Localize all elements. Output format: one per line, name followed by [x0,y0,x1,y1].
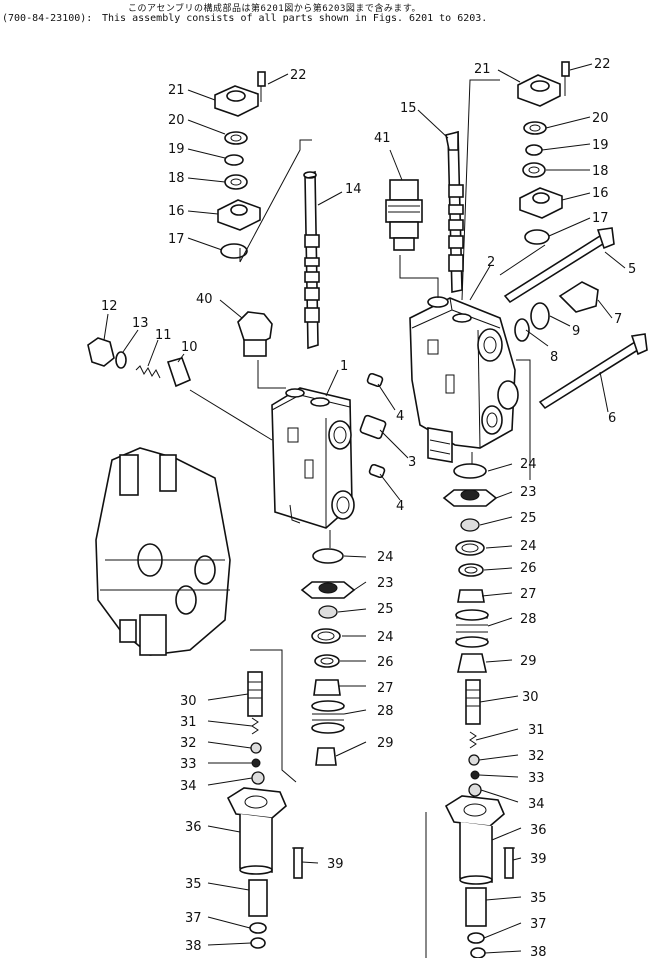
seals-3-4 [359,372,387,479]
callout-35-right: 35 [530,891,547,906]
callout-18-right: 18 [592,164,609,179]
callout-24-left-a: 24 [377,550,394,565]
spool-14 [303,170,320,350]
callout-35-left: 35 [185,877,202,892]
right-cover-group [444,795,515,958]
callout-38-right: 38 [530,945,547,958]
callout-23-right: 23 [520,485,537,500]
callout-16-left: 16 [168,204,185,219]
callout-22-right: 22 [594,57,611,72]
callout-39-right: 39 [530,852,547,867]
callout-6: 6 [608,411,616,426]
callout-22-left: 22 [290,68,307,83]
valve-body-1 [271,387,355,529]
callout-28-right: 28 [520,612,537,627]
callout-40: 40 [196,292,213,307]
left-detent-group [247,671,265,785]
callout-29-left: 29 [377,736,394,751]
callout-14: 14 [345,182,362,197]
callout-27-left: 27 [377,681,394,696]
callout-10: 10 [181,340,198,355]
leader-lines [103,63,626,958]
callout-16-right: 16 [592,186,609,201]
callout-29-right: 29 [520,654,537,669]
callout-37-left: 37 [185,911,202,926]
callout-31-right: 31 [528,723,545,738]
callout-39-left: 39 [327,857,344,872]
lower-left-stack [300,548,356,766]
callout-37-right: 37 [530,917,547,932]
callout-13: 13 [132,316,149,331]
left-cap-stack [214,71,266,259]
callout-5: 5 [628,262,636,277]
callout-41: 41 [374,131,391,146]
left-cover-group [226,787,304,949]
callout-30-left: 30 [180,694,197,709]
callout-20-right: 20 [592,111,609,126]
header-part-code: (700-84-23100): [2,13,93,24]
lower-right-stack [442,463,498,673]
callout-21-right: 21 [474,62,491,77]
callout-17-right: 17 [592,211,609,226]
callout-25-right: 25 [520,511,537,526]
callout-15: 15 [400,101,417,116]
assembled-valve-thumbnail [95,447,231,656]
callout-24-right-b: 24 [520,539,537,554]
callout-3: 3 [408,455,416,470]
callout-17-left: 17 [168,232,185,247]
tie-bolts [503,227,648,410]
callout-36-right: 36 [530,823,547,838]
callout-30-right: 30 [522,690,539,705]
callout-26-right: 26 [520,561,537,576]
callout-32-left: 32 [180,736,197,751]
callout-26-left: 26 [377,655,394,670]
callout-4-lower: 4 [396,499,404,514]
header-english-note: This assembly consists of all parts show… [102,13,488,24]
callout-28-left: 28 [377,704,394,719]
callout-36-left: 36 [185,820,202,835]
callout-1: 1 [340,359,348,374]
valve-body-2 [409,296,519,463]
callout-38-left: 38 [185,939,202,954]
callout-21-left: 21 [168,83,185,98]
right-cap-stack [517,61,570,245]
plug-40 [237,311,273,357]
callout-31-left: 31 [180,715,197,730]
callout-12: 12 [101,299,118,314]
check-valve-group [87,337,192,388]
right-detent-group [465,679,482,797]
callout-27-right: 27 [520,587,537,602]
callout-labels: 1 2 3 4 4 5 6 7 8 9 10 11 12 13 14 15 16… [101,57,636,958]
callout-2: 2 [487,255,495,270]
callout-34-left: 34 [180,779,197,794]
callout-19-right: 19 [592,138,609,153]
callout-24-right-a: 24 [520,457,537,472]
callout-33-right: 33 [528,771,545,786]
callout-8: 8 [550,350,558,365]
callout-25-left: 25 [377,602,394,617]
callout-20-left: 20 [168,113,185,128]
spool-15 [445,130,464,293]
callout-33-left: 33 [180,757,197,772]
callout-23-left: 23 [377,576,394,591]
header-japanese-note: このアセンブリの構成部品は第6201図から第6203図まで含みます。 [128,4,421,14]
callout-9: 9 [572,324,580,339]
callout-18-left: 18 [168,171,185,186]
relief-valve-41 [385,179,423,251]
callout-4-upper: 4 [396,409,404,424]
callout-34-right: 34 [528,797,545,812]
callout-32-right: 32 [528,749,545,764]
callout-7: 7 [614,312,622,327]
callout-24-left-b: 24 [377,630,394,645]
callout-19-left: 19 [168,142,185,157]
callout-11: 11 [155,328,172,343]
